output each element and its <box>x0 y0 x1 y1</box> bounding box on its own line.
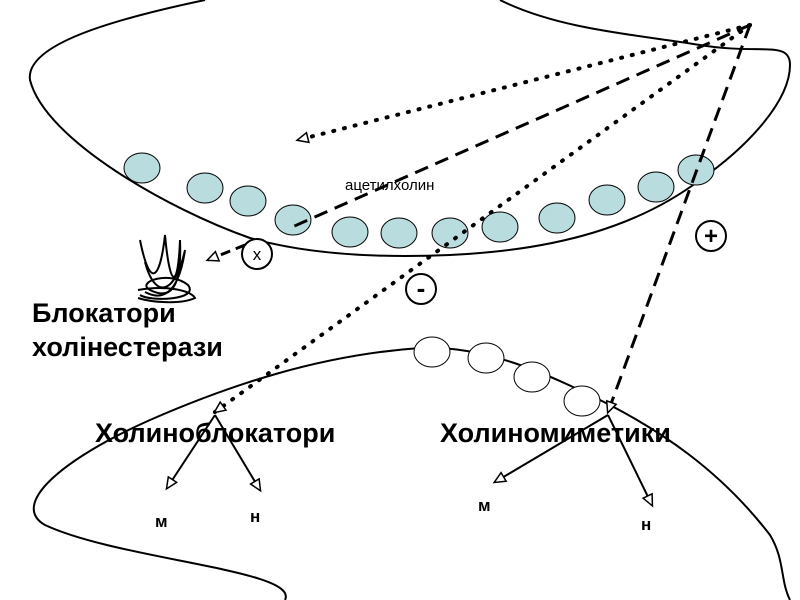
vesicle <box>380 217 418 249</box>
blockers-label: Холиноблокатори <box>95 418 335 448</box>
dashed-arrow-mimetics <box>605 24 752 415</box>
dotted-arrow-blockers <box>212 23 752 414</box>
vesicle <box>637 171 675 203</box>
vesicle <box>229 185 267 217</box>
blockers-m-label: м <box>155 512 168 531</box>
inhibitors-label-line1: Блокатори <box>32 298 176 328</box>
vesicles <box>123 152 715 249</box>
inhibitors-label-line2: холінестерази <box>32 332 223 362</box>
vesicle <box>331 216 369 248</box>
mediator-label: ацетилхолин <box>345 177 434 194</box>
mimetics-m-label: м <box>478 496 491 515</box>
mimetics-label: Холиномиметики <box>440 418 671 448</box>
enzyme-mark: x <box>253 245 262 264</box>
blockers-m-arrow <box>165 414 216 491</box>
vesicle <box>123 152 161 184</box>
receptor <box>513 361 551 393</box>
dotted-arrow-top <box>295 23 752 144</box>
receptor <box>413 336 451 368</box>
vesicle <box>274 204 312 236</box>
minus-sign: - <box>417 273 426 303</box>
mimetics-n-label: н <box>641 515 651 534</box>
vesicle <box>431 217 469 249</box>
presynaptic-membrane <box>28 0 792 258</box>
receptors <box>413 336 601 417</box>
minus-sign-circle <box>405 273 437 305</box>
postsynaptic-membrane <box>32 346 791 600</box>
blockers-n-label: н <box>250 507 260 526</box>
receptor <box>563 385 601 417</box>
enzyme-node <box>241 238 273 270</box>
dashed-arrow-to-enzyme <box>205 243 246 262</box>
plus-sign-circle <box>695 220 727 252</box>
plus-sign: + <box>704 223 718 250</box>
blockers-n-arrow <box>214 414 262 493</box>
vesicle <box>481 211 519 243</box>
scribble-icon <box>137 234 197 304</box>
vesicle <box>538 202 576 234</box>
dashed-arrow-release <box>289 23 751 230</box>
vesicle <box>588 184 626 216</box>
mimetics-n-arrow <box>607 414 654 508</box>
vesicle <box>186 172 224 204</box>
mimetics-m-arrow <box>492 414 609 484</box>
receptor <box>467 342 505 374</box>
